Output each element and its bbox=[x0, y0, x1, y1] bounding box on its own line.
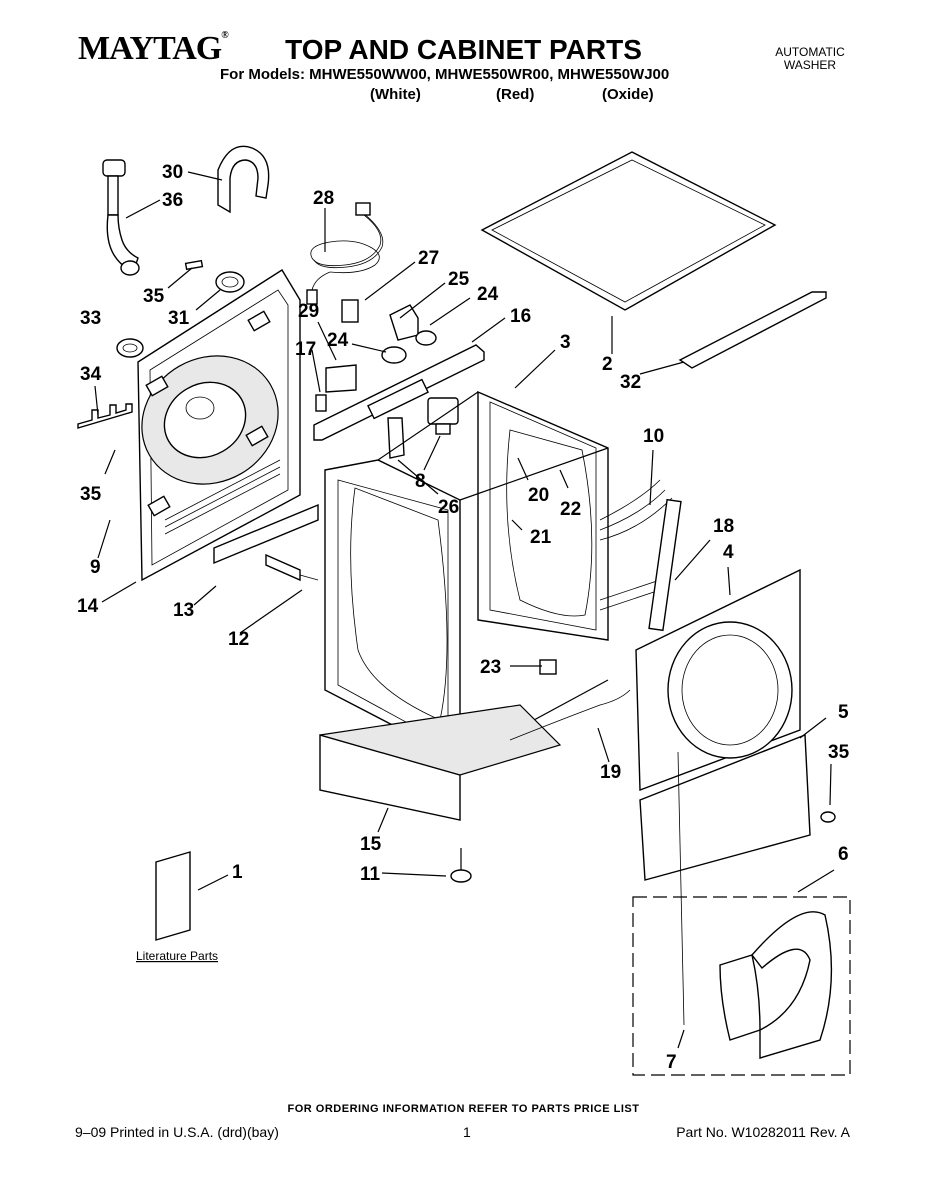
screw-part bbox=[820, 811, 836, 823]
product-type: AUTOMATIC WASHER bbox=[760, 46, 860, 72]
callout-31: 31 bbox=[168, 308, 190, 329]
callout-22: 22 bbox=[560, 499, 581, 520]
callout-16: 16 bbox=[510, 306, 531, 327]
callout-10: 10 bbox=[643, 426, 664, 447]
callout-32: 32 bbox=[620, 372, 641, 393]
switch-bracket-part bbox=[325, 364, 357, 393]
registered-mark: ® bbox=[221, 30, 229, 41]
drain-hose-part bbox=[387, 417, 405, 459]
callout-19: 19 bbox=[600, 762, 621, 783]
hose-clamp-part bbox=[184, 259, 245, 293]
pressure-switch-part bbox=[427, 397, 459, 435]
grommet-part bbox=[116, 338, 144, 358]
toe-panel-part bbox=[639, 733, 811, 881]
callout-27: 27 bbox=[418, 248, 439, 269]
base-shield-part bbox=[319, 704, 562, 776]
rear-panel-part bbox=[137, 269, 301, 582]
brand-name: MAYTAG bbox=[78, 30, 222, 67]
literature-label: Literature Parts bbox=[136, 949, 218, 963]
ordering-note: FOR ORDERING INFORMATION REFER TO PARTS … bbox=[287, 1103, 640, 1115]
top-strap-part bbox=[678, 291, 827, 369]
leader-lines bbox=[94, 171, 835, 1049]
callout-35: 35 bbox=[143, 286, 165, 307]
main-harness-part bbox=[599, 479, 682, 632]
callout-2: 2 bbox=[602, 354, 613, 375]
callout-36: 36 bbox=[162, 190, 183, 211]
brand-logo: MAYTAG® bbox=[78, 30, 229, 68]
callout-35b: 35 bbox=[80, 484, 102, 505]
rear-bracket-part bbox=[77, 403, 133, 429]
power-cord-part bbox=[306, 202, 384, 305]
screw-part bbox=[315, 394, 327, 412]
access-cover-part bbox=[213, 503, 319, 565]
callout-29: 29 bbox=[298, 301, 319, 322]
callout-9: 9 bbox=[90, 557, 101, 578]
wire-harness-part bbox=[509, 689, 631, 741]
callout-34: 34 bbox=[80, 364, 102, 385]
callout-8: 8 bbox=[415, 471, 426, 492]
callout-24: 24 bbox=[477, 284, 499, 305]
leveling-foot-part bbox=[450, 848, 472, 883]
callout-26: 26 bbox=[438, 497, 459, 518]
callout-13: 13 bbox=[173, 600, 194, 621]
models-line: For Models: MHWE550WW00, MHWE550WR00, MH… bbox=[220, 66, 670, 83]
callout-17: 17 bbox=[295, 339, 316, 360]
color-oxide: (Oxide) bbox=[602, 86, 654, 103]
clip-part bbox=[341, 299, 359, 323]
inlet-hose-part bbox=[102, 159, 140, 276]
callout-11: 11 bbox=[360, 864, 381, 885]
heater-part bbox=[265, 553, 319, 582]
literature-part bbox=[155, 851, 191, 941]
top-cover-part bbox=[480, 151, 777, 311]
valve-part bbox=[381, 304, 437, 364]
callout-5: 5 bbox=[838, 702, 849, 723]
callout-6: 6 bbox=[838, 844, 849, 865]
callout-30: 30 bbox=[162, 162, 183, 183]
callout-25: 25 bbox=[448, 269, 470, 290]
callout-1: 1 bbox=[232, 862, 243, 883]
part-number: Part No. W10282011 Rev. A bbox=[676, 1124, 850, 1140]
bracket-part bbox=[539, 659, 557, 675]
callout-7: 7 bbox=[666, 1052, 677, 1073]
callout-15: 15 bbox=[360, 834, 382, 855]
callout-28: 28 bbox=[313, 188, 334, 209]
product-type-line1: AUTOMATIC bbox=[775, 45, 845, 59]
callout-18: 18 bbox=[713, 516, 734, 537]
callout-24b: 24 bbox=[327, 330, 349, 351]
page-number: 1 bbox=[463, 1124, 471, 1140]
callout-4: 4 bbox=[723, 542, 734, 563]
callout-20: 20 bbox=[528, 485, 549, 506]
print-info: 9–09 Printed in U.S.A. (drd)(bay) bbox=[75, 1124, 279, 1140]
callout-12: 12 bbox=[228, 629, 249, 650]
front-panel-part bbox=[635, 568, 801, 791]
callout-21: 21 bbox=[530, 527, 552, 548]
door-seal-part bbox=[719, 954, 761, 1041]
callout-3: 3 bbox=[560, 332, 571, 353]
callouts: 30 36 28 27 25 24 16 35 31 33 29 24 17 3… bbox=[77, 162, 850, 1073]
color-red: (Red) bbox=[496, 86, 535, 103]
cabinet-part bbox=[324, 390, 609, 762]
hose-guide-part bbox=[217, 145, 270, 214]
product-type-line2: WASHER bbox=[783, 58, 837, 72]
page-title: TOP AND CABINET PARTS bbox=[285, 34, 642, 65]
callout-14: 14 bbox=[77, 596, 99, 617]
callout-33: 33 bbox=[80, 308, 101, 329]
color-white: (White) bbox=[370, 86, 421, 103]
gasket-kit-box bbox=[632, 896, 851, 1076]
callout-35c: 35 bbox=[828, 742, 850, 763]
callout-23: 23 bbox=[480, 657, 501, 678]
